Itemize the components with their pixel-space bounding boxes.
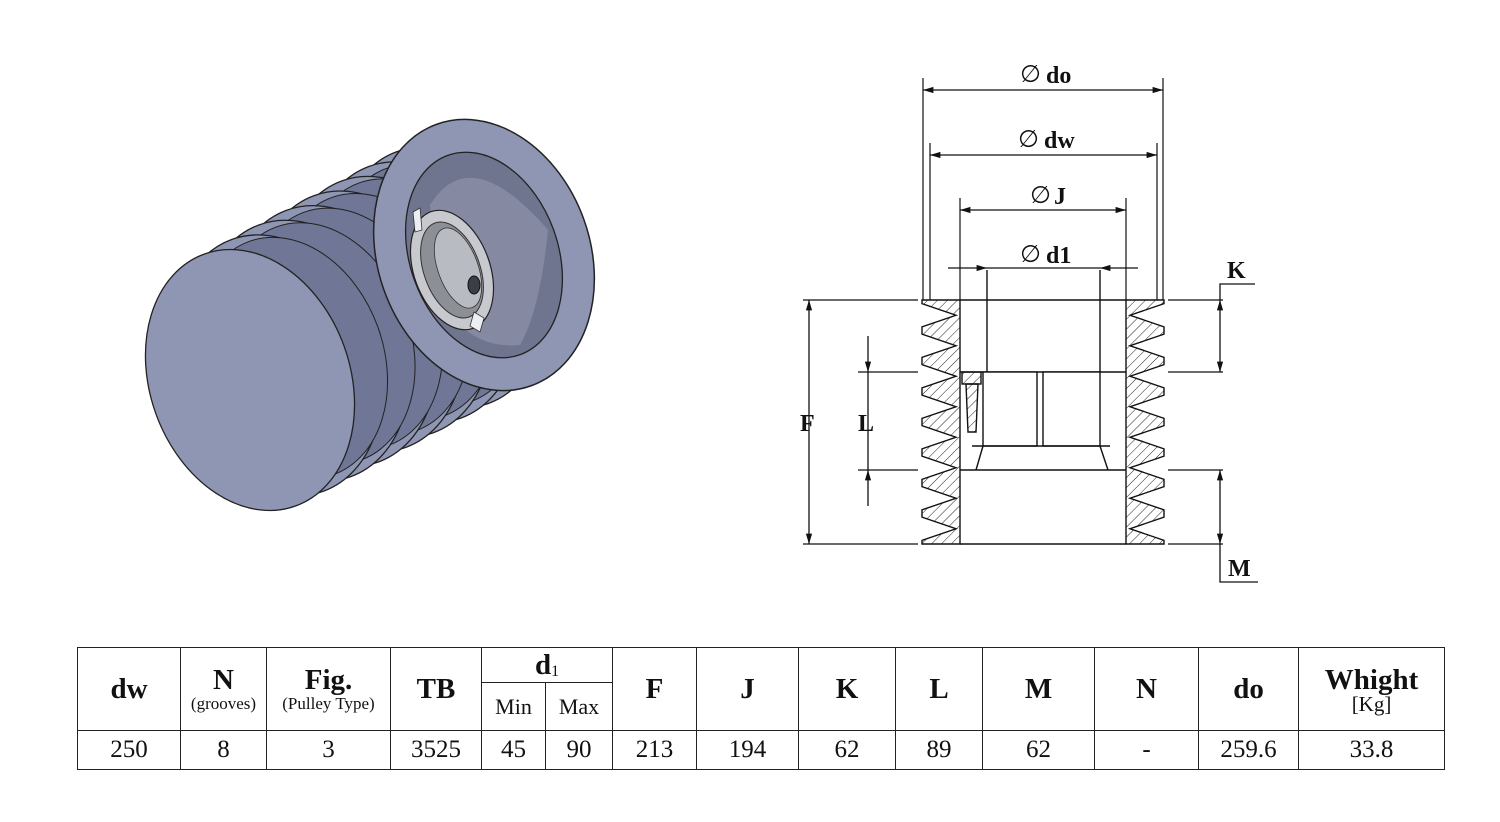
extension-lines <box>803 78 1223 545</box>
cell-fig: 3 <box>266 730 391 770</box>
header-n: N(grooves) <box>180 647 267 731</box>
header-tb: TB <box>390 647 482 731</box>
header-fig: Fig.(Pulley Type) <box>266 647 391 731</box>
cell-d1-max: 90 <box>544 730 614 770</box>
header-f: F <box>612 647 698 731</box>
cell-weight: 33.8 <box>1298 730 1446 770</box>
diameter-symbol: ∅ <box>1020 240 1041 268</box>
header-m: M <box>982 647 1096 731</box>
cell-j: 194 <box>696 730 800 770</box>
pulley-3d-view <box>144 118 596 512</box>
cell-l: 89 <box>895 730 984 770</box>
label-do: do <box>1046 63 1071 89</box>
label-k: K <box>1227 258 1246 284</box>
header-j: J <box>696 647 800 731</box>
header-d1-min: Min <box>481 682 546 731</box>
header-row-2: Min Max <box>78 682 1445 731</box>
header-l: L <box>895 647 984 731</box>
label-j: J <box>1054 184 1066 210</box>
label-f: F <box>800 411 815 437</box>
table-row: 250 8 3 3525 45 90 213 194 62 89 62 - 25… <box>77 730 1446 770</box>
bore-outline <box>960 270 1126 545</box>
diameter-symbol: ∅ <box>1018 125 1039 153</box>
label-m: M <box>1228 556 1251 582</box>
header-weight: Whight[Kg] <box>1298 647 1446 731</box>
pulley-section-drawing: ∅ do ∅ dw ∅ J ∅ d1 K F L M <box>800 60 1258 583</box>
cell-d1-min: 45 <box>481 730 546 770</box>
header-row-1: dw N(grooves) Fig.(Pulley Type) TB d1 F … <box>77 647 1446 731</box>
header-dw: dw <box>77 647 181 731</box>
header-d1: d1 <box>480 647 614 683</box>
groove-ring <box>144 248 356 512</box>
dimension-labels: ∅ do ∅ dw ∅ J ∅ d1 K F L M <box>800 60 1251 582</box>
diameter-symbol: ∅ <box>1030 181 1051 209</box>
pulley-front-face <box>372 118 596 392</box>
bush-screw-hole <box>467 275 481 295</box>
header-n2: N <box>1094 647 1200 731</box>
cell-m: 62 <box>982 730 1096 770</box>
label-d1: d1 <box>1046 243 1071 269</box>
diameter-symbol: ∅ <box>1020 60 1041 88</box>
spec-table: dw N(grooves) Fig.(Pulley Type) TB d1 F … <box>77 647 1446 770</box>
hatched-wall <box>1125 299 1165 545</box>
label-dw: dw <box>1044 128 1075 154</box>
label-l: L <box>858 411 874 437</box>
cell-k: 62 <box>798 730 897 770</box>
cell-f: 213 <box>612 730 698 770</box>
header-d1-max: Max <box>544 682 614 731</box>
header-k: K <box>798 647 897 731</box>
cell-n: 8 <box>180 730 267 770</box>
pulley-section-walls <box>921 299 1165 545</box>
dimension-lines <box>805 86 1258 583</box>
hatched-wall <box>921 299 961 545</box>
cell-dw: 250 <box>77 730 181 770</box>
cell-do: 259.6 <box>1198 730 1300 770</box>
header-do: do <box>1198 647 1300 731</box>
cell-n2: - <box>1094 730 1200 770</box>
cell-tb: 3525 <box>390 730 482 770</box>
